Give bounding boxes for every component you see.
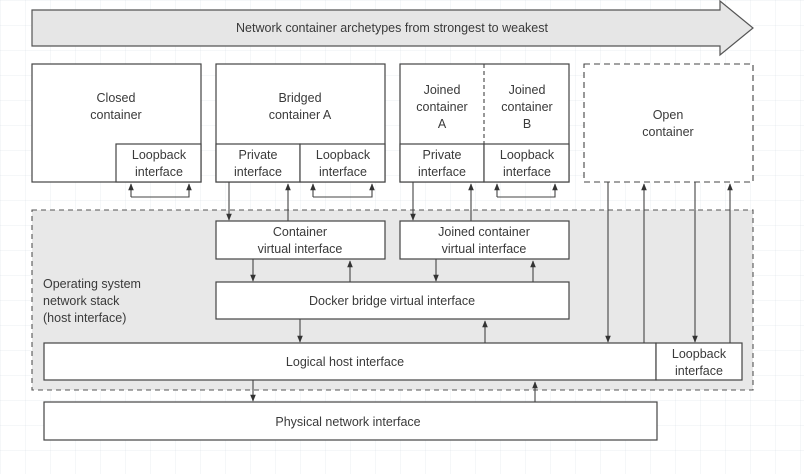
joined-b-title-2: container xyxy=(501,100,552,114)
physical-label: Physical network interface xyxy=(275,415,420,429)
container-virtual-label-1: Container xyxy=(273,225,327,239)
physical-network-interface: Physical network interface xyxy=(43,401,658,441)
host-loopback-label-2: interface xyxy=(675,364,723,378)
strength-banner-arrow: Network container archetypes from strong… xyxy=(31,0,754,57)
joined-private-interface: Private interface xyxy=(399,143,485,183)
container-virtual-interface: Container virtual interface xyxy=(215,220,386,260)
closed-container-title-1: Closed xyxy=(97,91,136,105)
joined-loopback-label-1: Loopback xyxy=(500,148,555,162)
bridged-title-2: container A xyxy=(269,108,332,122)
joined-loopback-label-2: interface xyxy=(503,165,551,179)
host-loopback-label-1: Loopback xyxy=(672,347,727,361)
joined-loopback-interface: Loopback interface xyxy=(483,143,570,183)
logical-host-interface: Logical host interface xyxy=(43,342,657,381)
joined-a-title-2: container xyxy=(416,100,467,114)
closed-container: Closed container Loopback interface xyxy=(31,63,202,183)
joined-private-label-2: interface xyxy=(418,165,466,179)
os-stack-label-line1: Operating system xyxy=(43,277,141,291)
os-stack-label-line3: (host interface) xyxy=(43,311,126,325)
closed-loopback-label-2: interface xyxy=(135,165,183,179)
bridged-container-a: Bridged container A Private interface Lo… xyxy=(215,63,386,183)
bridged-private-label-1: Private xyxy=(239,148,278,162)
joined-b-title-1: Joined xyxy=(509,83,546,97)
logical-host-label: Logical host interface xyxy=(286,355,404,369)
docker-bridge-virtual-interface: Docker bridge virtual interface xyxy=(215,281,570,320)
bridged-loopback-label-2: interface xyxy=(319,165,367,179)
closed-loopback-label-1: Loopback xyxy=(132,148,187,162)
bridged-loop-arrow-right xyxy=(313,183,375,198)
joined-loop-arrow-right xyxy=(497,183,558,198)
joined-container-virtual-interface: Joined container virtual interface xyxy=(399,220,570,260)
joined-virtual-label-2: virtual interface xyxy=(442,242,527,256)
container-virtual-label-2: virtual interface xyxy=(258,242,343,256)
joined-a-title-1: Joined xyxy=(424,83,461,97)
bridged-private-label-2: interface xyxy=(234,165,282,179)
joined-virtual-label-1: Joined container xyxy=(438,225,530,239)
banner-text: Network container archetypes from strong… xyxy=(236,21,548,35)
joined-a-title-3: A xyxy=(438,117,447,131)
os-stack-label-line2: network stack xyxy=(43,294,120,308)
closed-loop-arrow-right xyxy=(131,183,192,198)
closed-loopback-interface: Loopback interface xyxy=(115,143,202,183)
open-title-1: Open xyxy=(653,108,684,122)
os-stack-label: Operating system network stack (host int… xyxy=(43,277,141,325)
joined-private-label-1: Private xyxy=(423,148,462,162)
bridged-title-1: Bridged xyxy=(278,91,321,105)
open-title-2: container xyxy=(642,125,693,139)
closed-container-title-2: container xyxy=(90,108,141,122)
bridged-loopback-interface: Loopback interface xyxy=(299,143,386,183)
bridged-loopback-label-1: Loopback xyxy=(316,148,371,162)
joined-containers: Joined container A Joined container B Pr… xyxy=(399,63,570,183)
connectors xyxy=(128,182,733,402)
joined-b-title-3: B xyxy=(523,117,531,131)
open-container: Open container xyxy=(583,63,754,183)
bridged-private-interface: Private interface xyxy=(215,143,301,183)
docker-bridge-label: Docker bridge virtual interface xyxy=(309,294,475,308)
host-loopback-interface: Loopback interface xyxy=(655,342,743,381)
